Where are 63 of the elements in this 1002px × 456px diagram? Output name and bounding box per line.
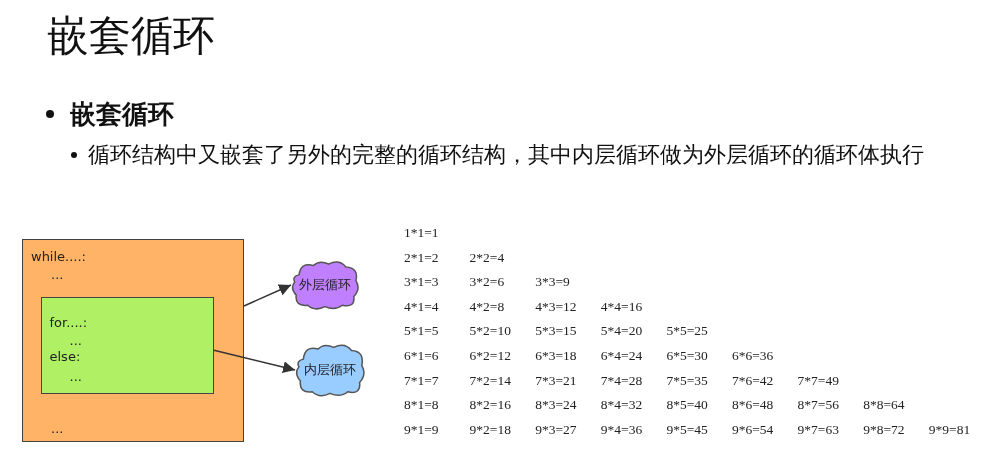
table-cell: 9*6=54: [732, 421, 774, 438]
table-cell: 1*1=1: [404, 225, 439, 241]
table-cell: 7*4=28: [600, 372, 643, 389]
cloud-shape: [289, 259, 361, 311]
cloud-shape: [293, 342, 367, 398]
code-text: while....:: [31, 249, 86, 265]
table-cell: 8*4=32: [600, 397, 643, 414]
table-cell: 9*7=63: [797, 421, 839, 438]
table-cell: 6*1=6: [404, 348, 439, 364]
code-text: ...: [51, 267, 64, 283]
table-cell: 5*3=15: [535, 323, 577, 340]
table-cell: 5*4=20: [600, 323, 643, 340]
slide-title: 嵌套循环: [47, 10, 215, 62]
outer-loop-box: [22, 239, 244, 442]
table-cell: 4*1=4: [404, 298, 439, 315]
table-cell: 7*5=35: [666, 372, 708, 389]
code-text: ...: [51, 421, 64, 437]
table-cell: 8*2=16: [469, 397, 511, 414]
inner-loop-box: [40, 296, 214, 394]
table-cell: 4*2=8: [469, 298, 505, 315]
code-text: ...: [69, 332, 82, 349]
table-cell: 8*1=8: [404, 397, 439, 414]
table-cell: 5*2=10: [469, 323, 511, 340]
table-cell: 9*3=27: [535, 421, 577, 438]
table-cell: 3*3=9: [535, 274, 570, 291]
bullet-heading: 嵌套循环: [70, 98, 174, 131]
table-cell: 2*2=4: [469, 249, 505, 266]
table-cell: 7*3=21: [535, 372, 577, 389]
table-cell: 9*4=36: [600, 421, 643, 438]
table-cell: 4*4=16: [600, 298, 643, 315]
code-text: else:: [49, 348, 81, 365]
table-cell: 7*2=14: [469, 372, 511, 389]
cloud-label: 外层循环: [298, 276, 352, 294]
code-text: ...: [69, 368, 82, 385]
table-cell: 8*8=64: [863, 397, 905, 414]
table-cell: 9*8=72: [863, 421, 905, 438]
code-text: for....:: [49, 314, 88, 331]
table-cell: 8*7=56: [797, 397, 839, 414]
table-cell: 3*1=3: [404, 274, 439, 291]
table-cell: 6*5=30: [666, 348, 708, 364]
table-cell: 9*9=81: [928, 421, 971, 438]
table-cell: 8*5=40: [666, 397, 708, 414]
table-cell: 7*7=49: [797, 372, 839, 389]
table-cell: 6*2=12: [469, 348, 511, 364]
table-cell: 8*6=48: [732, 397, 774, 414]
table-cell: 3*2=6: [469, 274, 505, 291]
table-cell: 6*6=36: [732, 348, 774, 364]
table-cell: 9*1=9: [404, 421, 439, 438]
table-cell: 6*4=24: [600, 348, 643, 364]
arrow: [213, 349, 296, 373]
arrow: [243, 284, 292, 307]
table-cell: 9*2=18: [469, 421, 511, 438]
table-cell: 2*1=2: [404, 249, 439, 266]
table-cell: 5*1=5: [404, 323, 439, 340]
table-cell: 5*5=25: [666, 323, 708, 340]
table-cell: 8*3=24: [535, 397, 577, 414]
table-cell: 6*3=18: [535, 348, 577, 364]
table-cell: 9*5=45: [666, 421, 708, 438]
cloud-label: 内层循环: [303, 361, 357, 379]
table-cell: 7*1=7: [404, 372, 439, 389]
table-cell: 4*3=12: [535, 298, 577, 315]
bullet-text: 循环结构中又嵌套了另外的完整的循环结构，其中内层循环做为外层循环的循环体执行: [88, 141, 925, 169]
table-cell: 7*6=42: [732, 372, 774, 389]
